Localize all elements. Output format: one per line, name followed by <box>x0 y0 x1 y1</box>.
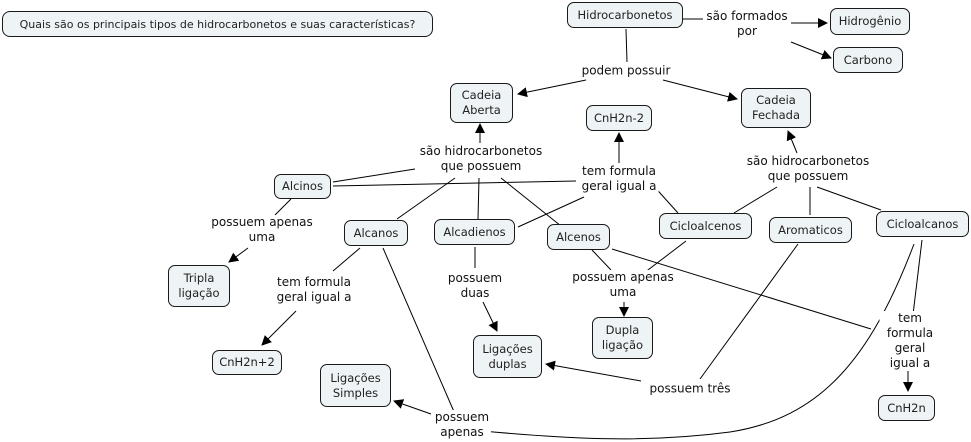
link-podem-aberta <box>517 79 587 98</box>
concept-dupla-ligacao[interactable]: Dupla ligação <box>592 317 653 359</box>
link-alcinos-temformula <box>332 180 577 187</box>
phrase-possuem-duas[interactable]: possuem duas <box>445 271 505 301</box>
concept-alcenos[interactable]: Alcenos <box>547 224 610 250</box>
concept-alcinos[interactable]: Alcinos <box>274 174 331 199</box>
link-cicloalcenos-possuemuma2 <box>643 240 687 274</box>
link-temformula2-cnh2n2plus <box>261 310 297 346</box>
concept-cadeia-aberta[interactable]: Cadeia Aberta <box>450 83 513 123</box>
concept-cnh2n[interactable]: CnH2n <box>878 395 935 421</box>
link-alcinos-possuemuma <box>274 198 292 216</box>
phrase-possuem-apenas-simples[interactable]: possuem apenas <box>432 410 492 440</box>
concept-tripla-ligacao[interactable]: Tripla ligação <box>168 265 230 307</box>
phrase-possuem-apenas-uma-dupla[interactable]: possuem apenas uma <box>570 270 676 300</box>
link-hidro-podem <box>625 28 628 63</box>
link-saohidrof-cicloalcanos <box>816 186 882 211</box>
focus-question[interactable]: Quais são os principais tipos de hidroca… <box>2 11 433 37</box>
concept-carbono[interactable]: Carbono <box>833 47 903 73</box>
concept-ligacoes-duplas[interactable]: Ligações duplas <box>473 335 542 378</box>
link-cicloalcanos-possuemapenas <box>481 243 915 440</box>
concept-aromaticos[interactable]: Aromaticos <box>769 217 852 243</box>
concept-cnh2n+2[interactable]: CnH2n+2 <box>212 350 282 375</box>
link-aromaticos-possuemtres <box>699 243 799 380</box>
phrase-sao-formados-por[interactable]: são formados por <box>704 9 790 39</box>
link-podem-fechada <box>662 79 738 102</box>
concept-alcanos[interactable]: Alcanos <box>344 220 408 246</box>
concept-cicloalcanos[interactable]: Cicloalcanos <box>876 211 969 237</box>
phrase-possuem-tres[interactable]: possuem três <box>647 381 733 397</box>
concept-cicloalcenos[interactable]: Cicloalcenos <box>659 213 752 239</box>
link-possuemduas-ligduplas <box>482 301 498 332</box>
link-alcadienos-temformula <box>517 196 585 228</box>
link-saohidro-alcadienos <box>477 177 480 220</box>
phrase-tem-formula-cnh2n[interactable]: tem formula geral igual a <box>879 311 941 371</box>
phrase-possuem-apenas-uma-tripla[interactable]: possuem apenas uma <box>209 215 315 245</box>
concept-cadeia-fechada[interactable]: Cadeia Fechada <box>741 88 811 128</box>
link-alcenos-possuemuma2 <box>591 249 612 271</box>
link-possuemuma-tripla <box>228 247 249 263</box>
concept-cnh2n-2[interactable]: CnH2n-2 <box>586 105 652 131</box>
concept-hidrogenio[interactable]: Hidrogênio <box>830 8 910 35</box>
concept-alcadienos[interactable]: Alcadienos <box>434 219 515 245</box>
link-possuemtres-ligduplas <box>545 360 642 382</box>
phrase-tem-formula-cnh2n+2[interactable]: tem formula geral igual a <box>274 275 354 305</box>
concept-hidrocarbonetos[interactable]: Hidrocarbonetos <box>567 2 683 28</box>
link-possuemapenas-simples <box>393 399 432 415</box>
link-saohidro-alcanos <box>396 177 456 220</box>
phrase-tem-formula-cnh2n-2[interactable]: tem formula geral igual a <box>579 164 659 194</box>
phrase-sao-hidrocarbonetos-fechada[interactable]: são hidrocarbonetos que possuem <box>744 154 872 184</box>
link-formados-carbono <box>790 41 832 60</box>
link-saohidrof-fechada <box>786 130 798 154</box>
phrase-podem-possuir[interactable]: podem possuir <box>579 63 673 79</box>
link-saohidrof-cicloalcenos <box>733 186 778 214</box>
link-saohidro-alcinos <box>332 168 416 183</box>
phrase-sao-hidrocarbonetos-aberta[interactable]: são hidrocarbonetos que possuem <box>417 144 545 174</box>
concept-ligacoes-simples[interactable]: Ligações Simples <box>320 364 391 407</box>
link-alcanos-temformula2 <box>332 247 361 272</box>
link-alcanos-possuemapenas <box>382 247 456 415</box>
